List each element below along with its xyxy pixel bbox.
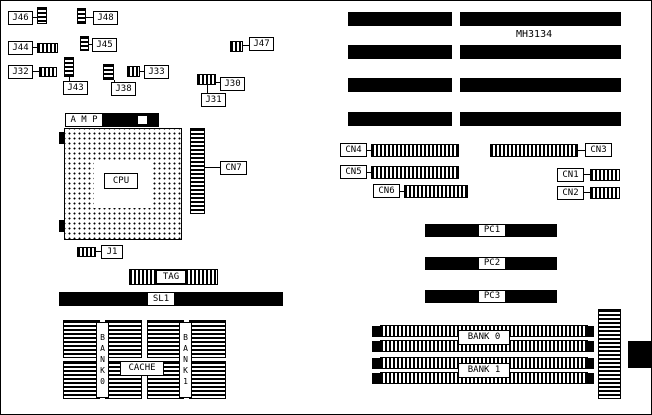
power-connector-icon [598,309,621,399]
cache-bank1-label: BANK1 [179,322,192,398]
leader-line [584,174,590,175]
j33-connector-icon [127,66,140,77]
cn2-connector-icon [590,187,620,199]
leader-line [33,71,39,72]
j1-label: J1 [101,245,123,259]
cpu-socket-tab [59,220,65,232]
cache-chip [147,320,184,358]
pc3-label: PC3 [478,290,506,303]
leader-line [367,172,371,173]
cn4-connector-icon [371,144,459,157]
isa-slot [460,112,621,126]
leader-line [89,44,92,45]
j43-label: J43 [63,81,88,95]
amp-label: A M P [66,114,102,126]
cn1-label: CN1 [557,168,584,182]
j43-connector-icon [64,57,74,77]
cn7-label: CN7 [220,161,247,175]
board-model-text: MH3134 [516,29,553,40]
cache-chip [189,320,226,358]
leader-line [216,82,220,83]
j33-label: J33 [144,65,169,79]
isa-slot [460,78,621,92]
isa-slot [348,112,452,126]
cn6-connector-icon [404,185,468,198]
j30-label: J30 [220,77,245,91]
cn1-connector-icon [590,169,620,181]
leader-line [86,17,93,18]
keyboard-connector-icon [628,341,651,368]
j38-connector-icon [103,64,114,80]
simm-end-cap [588,358,594,369]
j46-label: J46 [8,11,33,25]
j48-label: J48 [93,11,118,25]
leader-line [96,251,101,252]
pc1-label: PC1 [478,224,506,237]
cn7-connector-icon [190,128,205,214]
bank0-label: BANK 0 [458,330,510,345]
leader-line [69,77,70,81]
j32-label: J32 [8,65,33,79]
leader-line [207,85,208,93]
cache-bank0-label: BANK0 [96,322,109,398]
j45-connector-icon [80,36,89,51]
leader-line [367,150,371,151]
leader-line [33,47,37,48]
cpu-label: CPU [104,173,138,189]
leader-line [140,71,144,72]
isa-slot [460,45,621,59]
j47-label: J47 [249,37,274,51]
leader-line [114,80,115,82]
j47-connector-icon [230,41,243,52]
isa-slot [348,45,452,59]
j44-connector-icon [37,43,58,53]
leader-line [400,191,404,192]
isa-slot [348,12,452,26]
leader-line [243,45,249,46]
sl1-label: SL1 [147,292,175,306]
simm-end-cap [372,373,380,384]
leader-line [33,17,37,18]
cn3-label: CN3 [585,143,612,157]
leader-line [584,192,590,193]
cache-chip [63,320,100,358]
cache-label: CACHE [120,361,164,376]
simm-end-cap [588,326,594,337]
j1-connector-icon [77,247,96,257]
cache-chip [189,361,226,399]
leader-line [578,150,585,151]
cn5-label: CN5 [340,165,367,179]
simm-end-cap [588,373,594,384]
cache-chip [105,320,142,358]
cpu-socket-tab [59,132,65,144]
simm-end-cap [372,341,380,352]
tag-label: TAG [156,270,186,284]
cn5-connector-icon [371,166,459,179]
cn3-connector-icon [490,144,578,157]
simm-end-cap [372,326,380,337]
isa-slot [348,78,452,92]
amp-notch [138,116,147,124]
j31-label: J31 [201,93,226,107]
pc2-label: PC2 [478,257,506,270]
cn4-label: CN4 [340,143,367,157]
j32-connector-icon [39,67,57,77]
cn6-label: CN6 [373,184,400,198]
j46-connector-icon [37,7,47,24]
leader-line [205,167,220,168]
cache-chip [63,361,100,399]
cn2-label: CN2 [557,186,584,200]
j45-label: J45 [92,38,117,52]
isa-slot [460,12,621,26]
j44-label: J44 [8,41,33,55]
bank1-label: BANK 1 [458,363,510,378]
j48-connector-icon [77,8,86,24]
j38-label: J38 [111,82,136,96]
simm-end-cap [372,358,380,369]
simm-end-cap [588,341,594,352]
j30-connector-icon [197,74,216,85]
